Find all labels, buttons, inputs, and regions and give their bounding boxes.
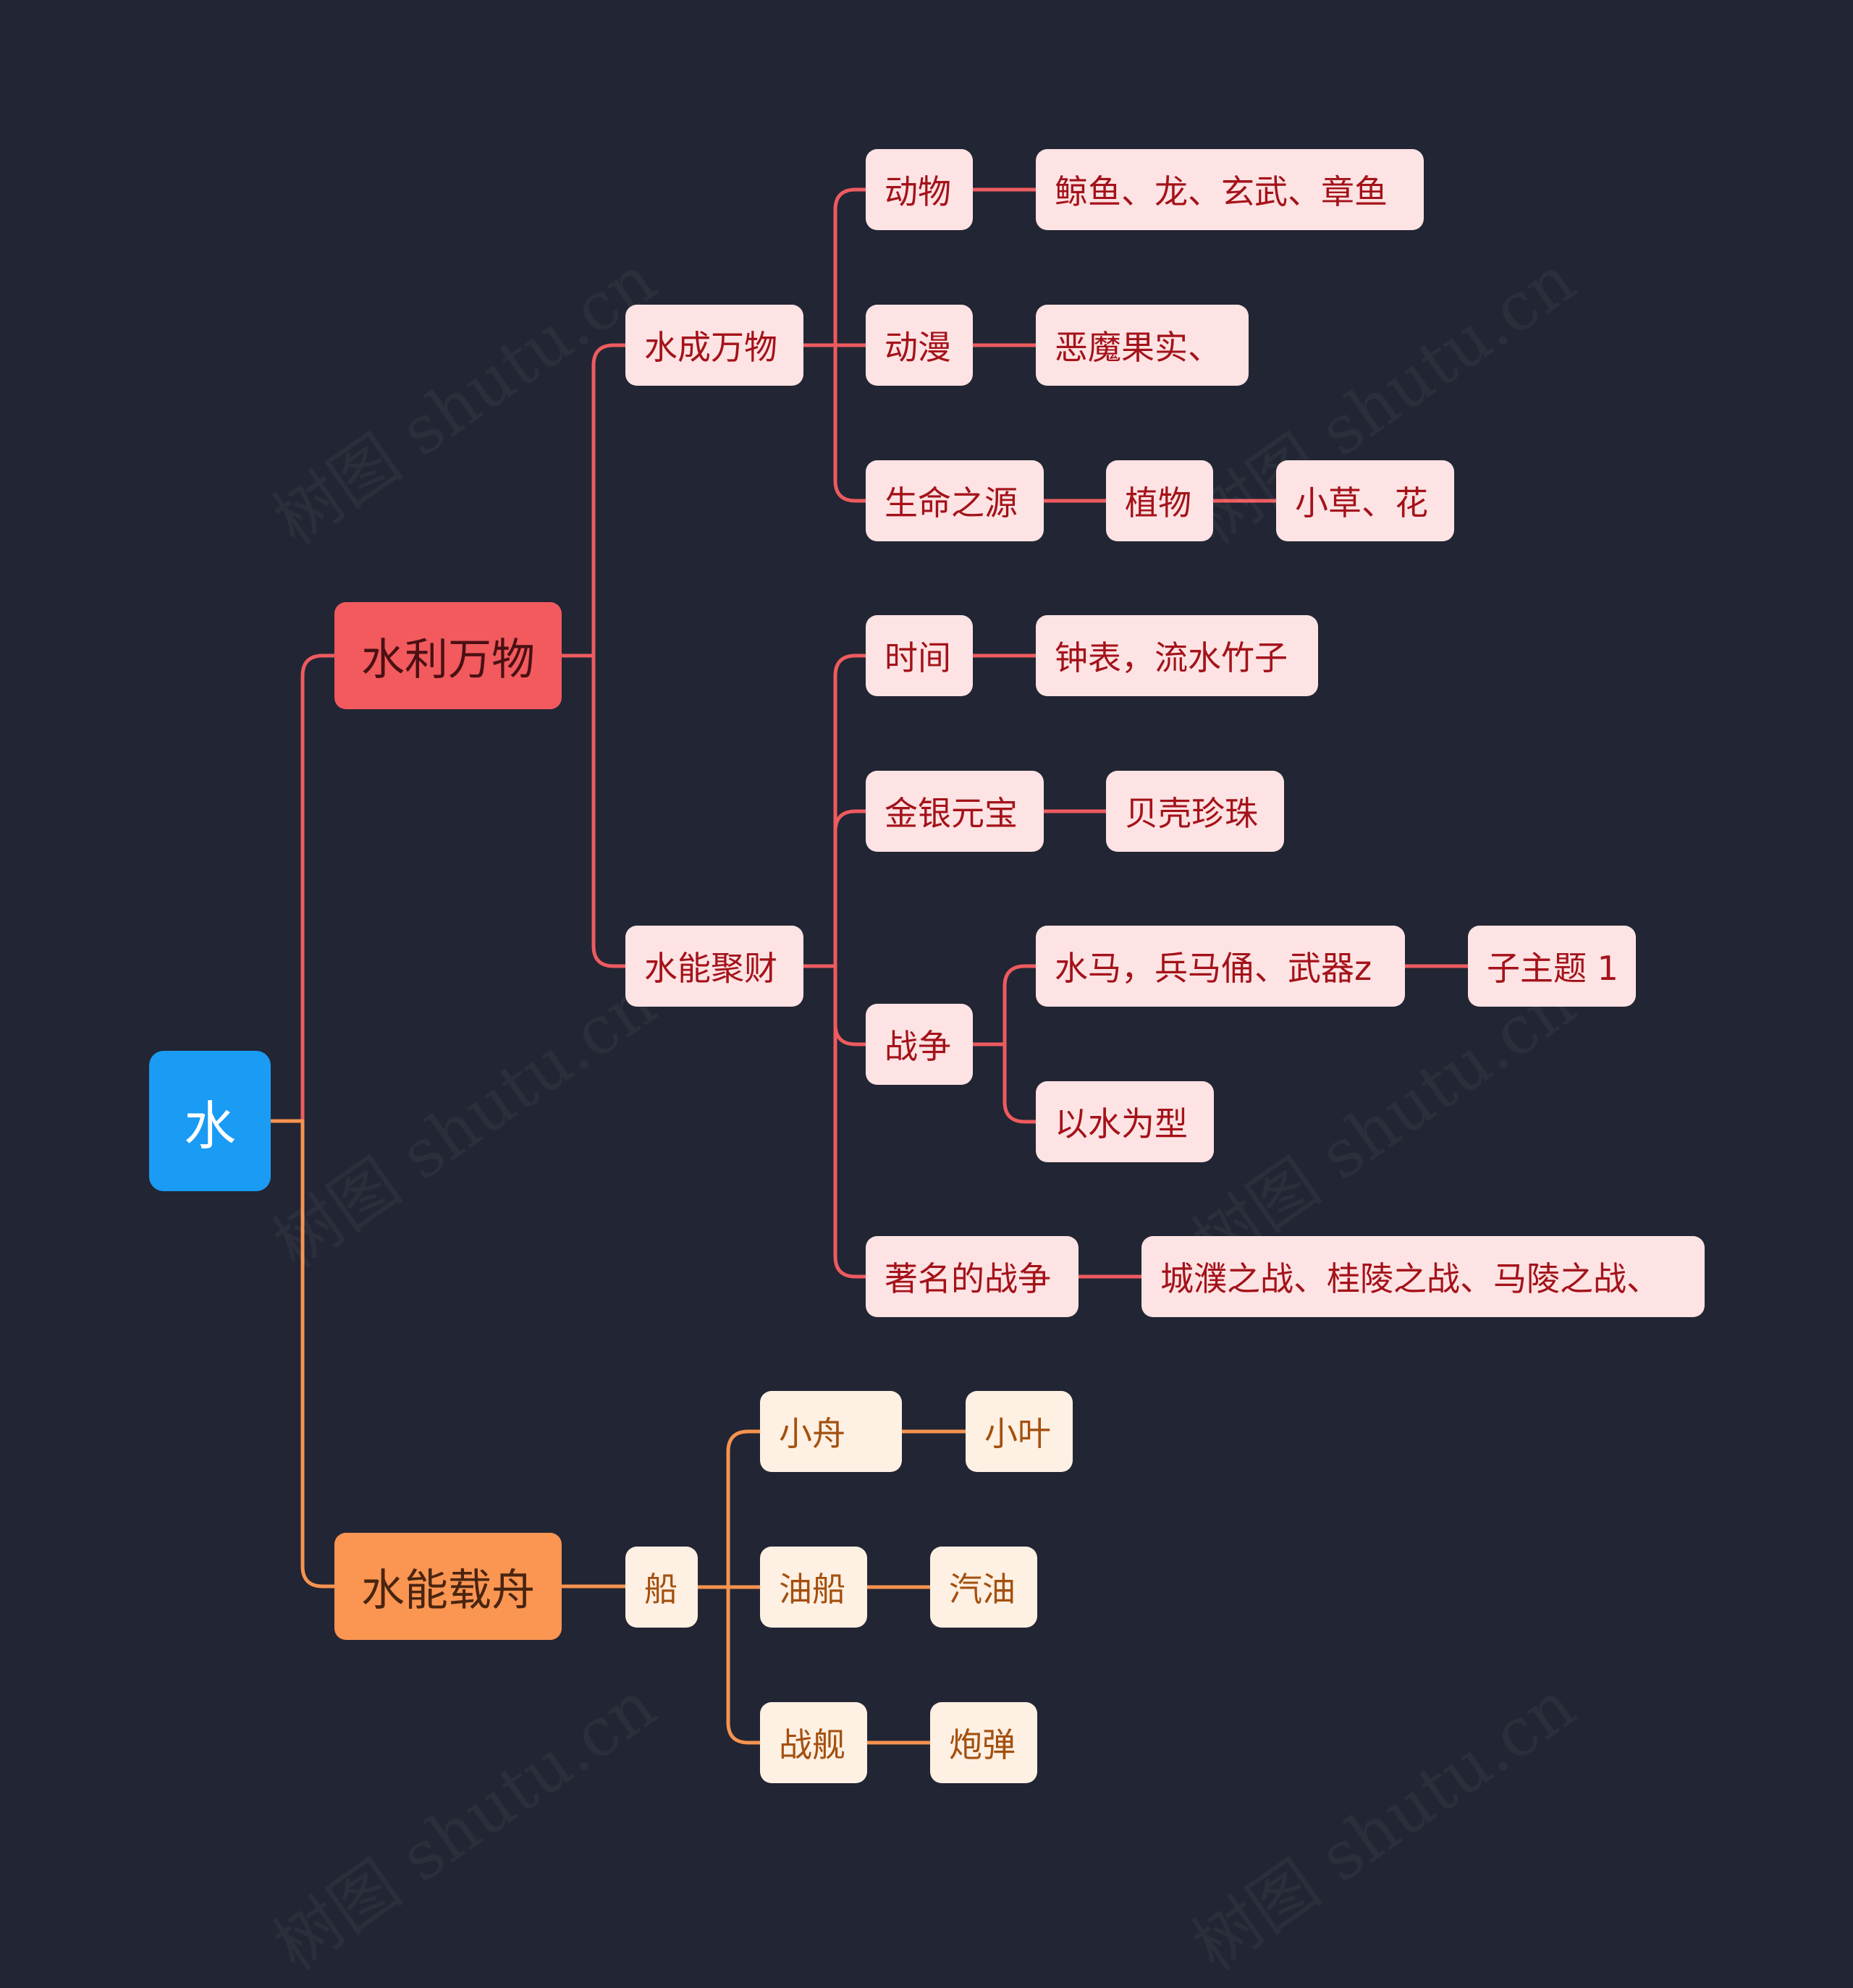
connector-line [1003,1042,1038,1124]
node-jin-yin-yuan-bao[interactable]: 金银元宝 [866,771,1044,852]
connector-lines [269,187,1470,1745]
connector-line [300,653,337,1123]
node-clock-bamboo[interactable]: 钟表，流水竹子 [1036,615,1318,696]
node-xiao-ye[interactable]: 小叶 [966,1391,1073,1472]
node-pao-dan[interactable]: 炮弹 [930,1702,1037,1783]
node-qi-you[interactable]: 汽油 [930,1547,1037,1628]
node-shell-pearl[interactable]: 贝壳珍珠 [1106,771,1284,852]
mindmap-canvas: 树图 shutu.cn 树图 shutu.cn 树图 shutu.cn 树图 s… [149,149,1705,1783]
node-dong-man[interactable]: 动漫 [866,305,973,386]
connector-line [591,653,628,968]
node-you-chuan[interactable]: 油船 [760,1547,867,1628]
node-water-shape[interactable]: 以水为型 [1036,1081,1214,1162]
node-famous-wars[interactable]: 著名的战争 [866,1236,1079,1317]
connector-line [726,1429,762,1589]
connector-line [833,964,868,1279]
connector-line [591,343,628,658]
node-chuan[interactable]: 船 [625,1547,698,1628]
branch-node-shui-li-wan-wu[interactable]: 水利万物 [334,602,562,709]
node-grass-flower[interactable]: 小草、花 [1276,460,1454,541]
node-zhi-wu[interactable]: 植物 [1106,460,1213,541]
node-devil-fruit[interactable]: 恶魔果实、 [1036,305,1249,386]
node-zhan-zheng[interactable]: 战争 [866,1004,973,1085]
root-node[interactable]: 水 [149,1051,271,1191]
connector-line [833,964,868,1046]
node-subtopic-1[interactable]: 子主题 1 [1468,926,1636,1007]
node-shi-jian[interactable]: 时间 [866,615,973,696]
connector-line [833,187,868,347]
node-shui-neng-ju-cai[interactable]: 水能聚财 [625,926,803,1007]
node-battles-list[interactable]: 城濮之战、桂陵之战、马陵之战、 [1141,1236,1705,1317]
connector-line [300,1119,337,1589]
node-animals-list[interactable]: 鲸鱼、龙、玄武、章鱼 [1036,149,1424,230]
connector-line [726,1585,762,1745]
branch-node-shui-neng-zai-zhou[interactable]: 水能载舟 [334,1533,562,1640]
connector-line [1003,964,1038,1046]
connector-line [833,809,868,968]
node-dong-wu[interactable]: 动物 [866,149,973,230]
node-zhan-jian[interactable]: 战舰 [760,1702,867,1783]
connector-line [833,343,868,503]
connector-line [833,653,868,968]
node-xiao-zhou[interactable]: 小舟 [760,1391,902,1472]
node-terracotta-weapons[interactable]: 水马，兵马俑、武器z [1036,926,1405,1007]
node-sheng-ming-zhi-yuan[interactable]: 生命之源 [866,460,1044,541]
node-shui-cheng-wan-wu[interactable]: 水成万物 [625,305,803,386]
